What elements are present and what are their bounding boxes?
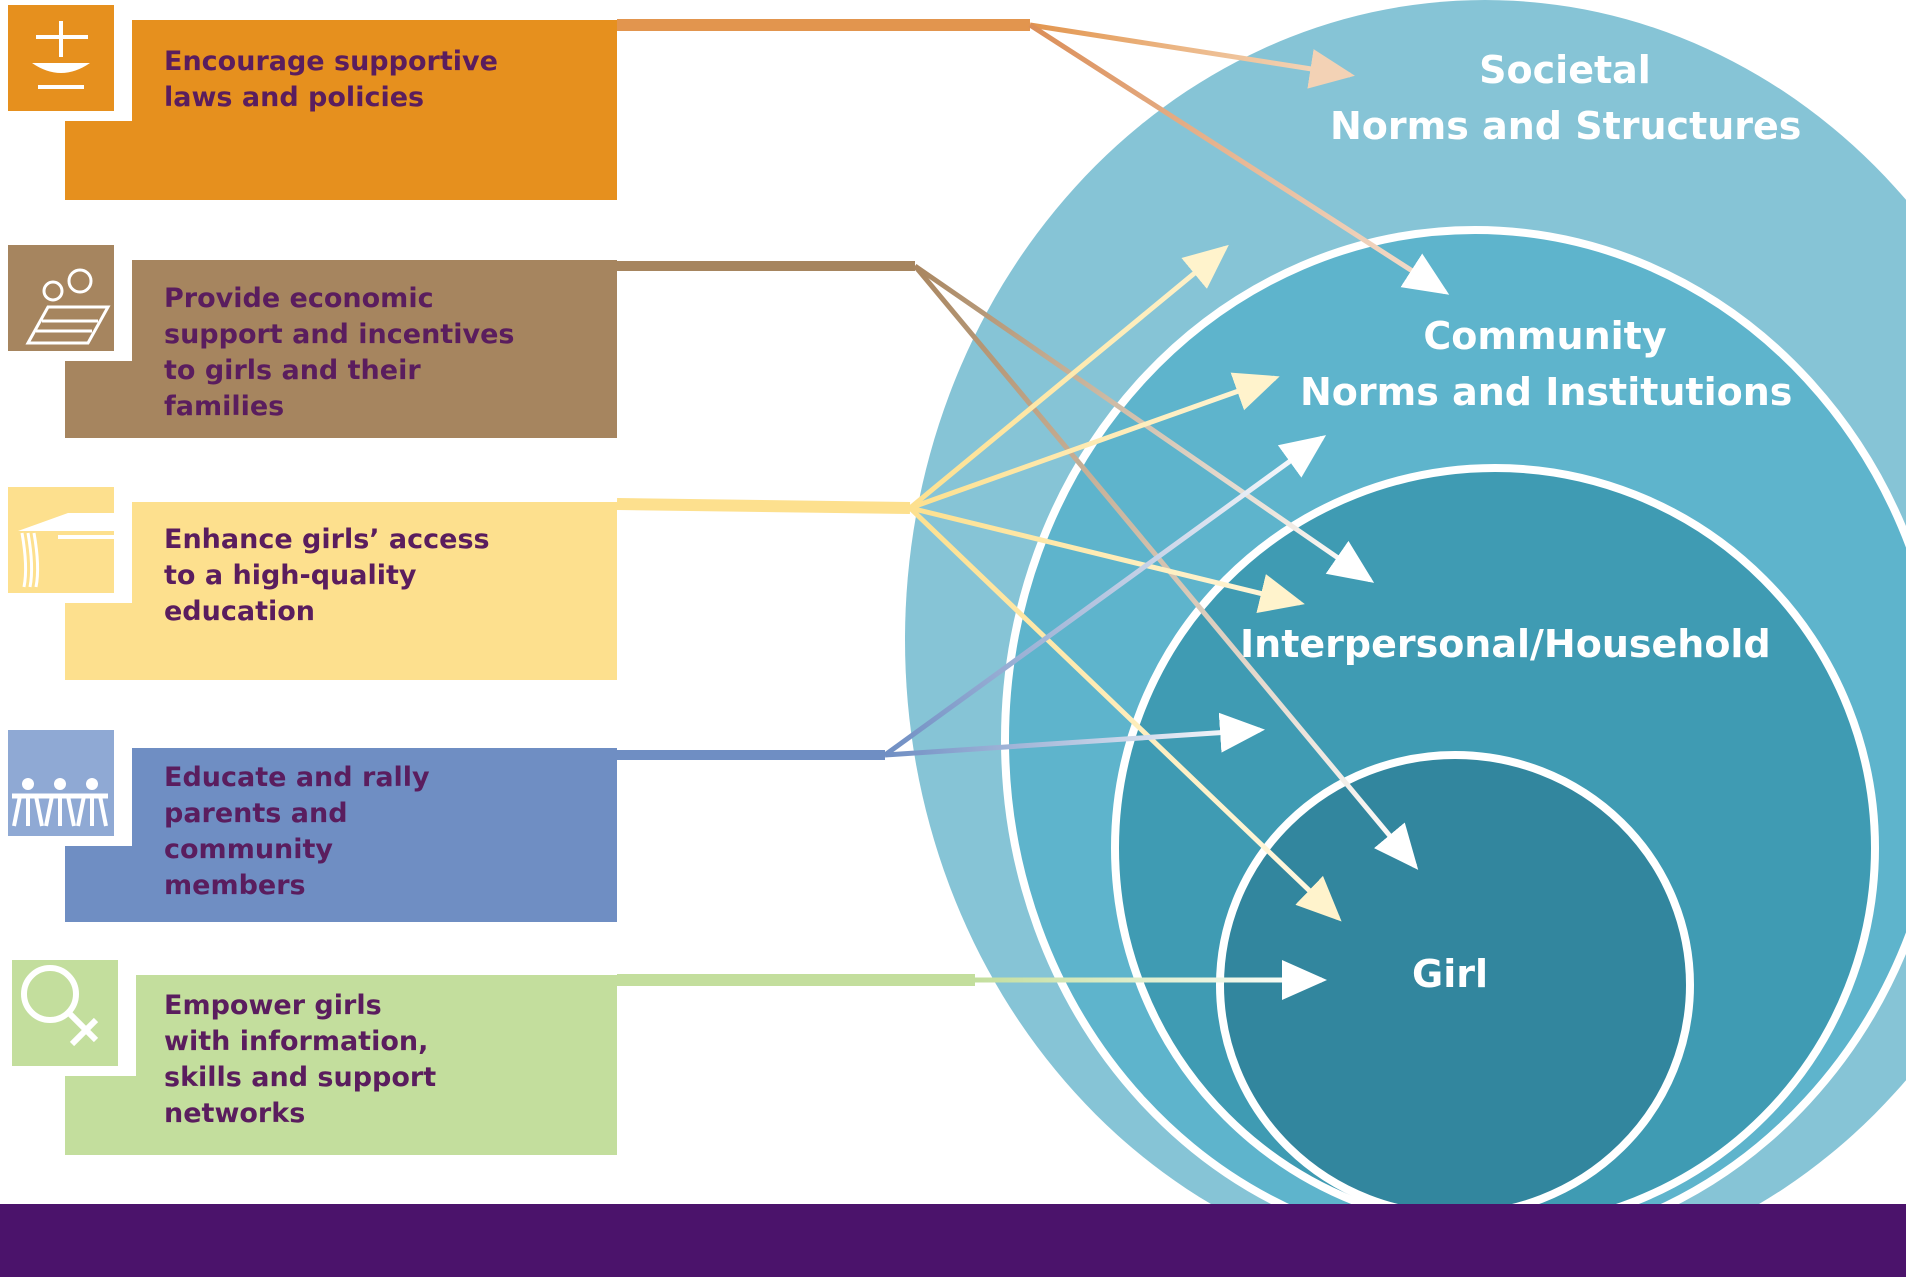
strategy-label: Empower girls with information, skills a…: [164, 990, 437, 1129]
strategy-bar: [65, 502, 617, 680]
icon-tile: [8, 487, 114, 593]
connector-blue: [617, 435, 1327, 760]
strategy-bar: [65, 20, 617, 200]
strategy-bar: [65, 260, 617, 438]
level-label-community: Community Norms and Institutions: [1300, 314, 1793, 414]
people-group-icon: [12, 778, 108, 827]
level-label-interpersonal: Interpersonal/Household: [1240, 622, 1771, 666]
strategy-label: Encourage supportive laws and policies: [164, 46, 498, 113]
scales-icon: [32, 21, 90, 89]
icon-tile: [8, 5, 114, 111]
graduation-cap-icon: [18, 513, 114, 588]
strategy-label: Enhance girls’ access to a high-quality …: [164, 524, 490, 627]
footer-bar: [0, 1204, 1906, 1277]
strategy-bar: [65, 975, 617, 1155]
connector-orange: [617, 19, 1450, 295]
strategy-bar: [65, 748, 617, 922]
icon-tile: [12, 960, 118, 1066]
coins-icon: [25, 268, 111, 345]
strategy-label: Educate and rally parents and community …: [164, 762, 430, 901]
level-label-girl: Girl: [1412, 952, 1488, 996]
level-label-societal: Societal Norms and Structures: [1330, 48, 1802, 148]
connector-cream: [616, 244, 1342, 922]
female-symbol-icon: [21, 965, 99, 1047]
strategy-label: Provide economic support and incentives …: [164, 283, 515, 422]
icon-tile: [8, 730, 114, 836]
icon-tile: [8, 245, 114, 351]
